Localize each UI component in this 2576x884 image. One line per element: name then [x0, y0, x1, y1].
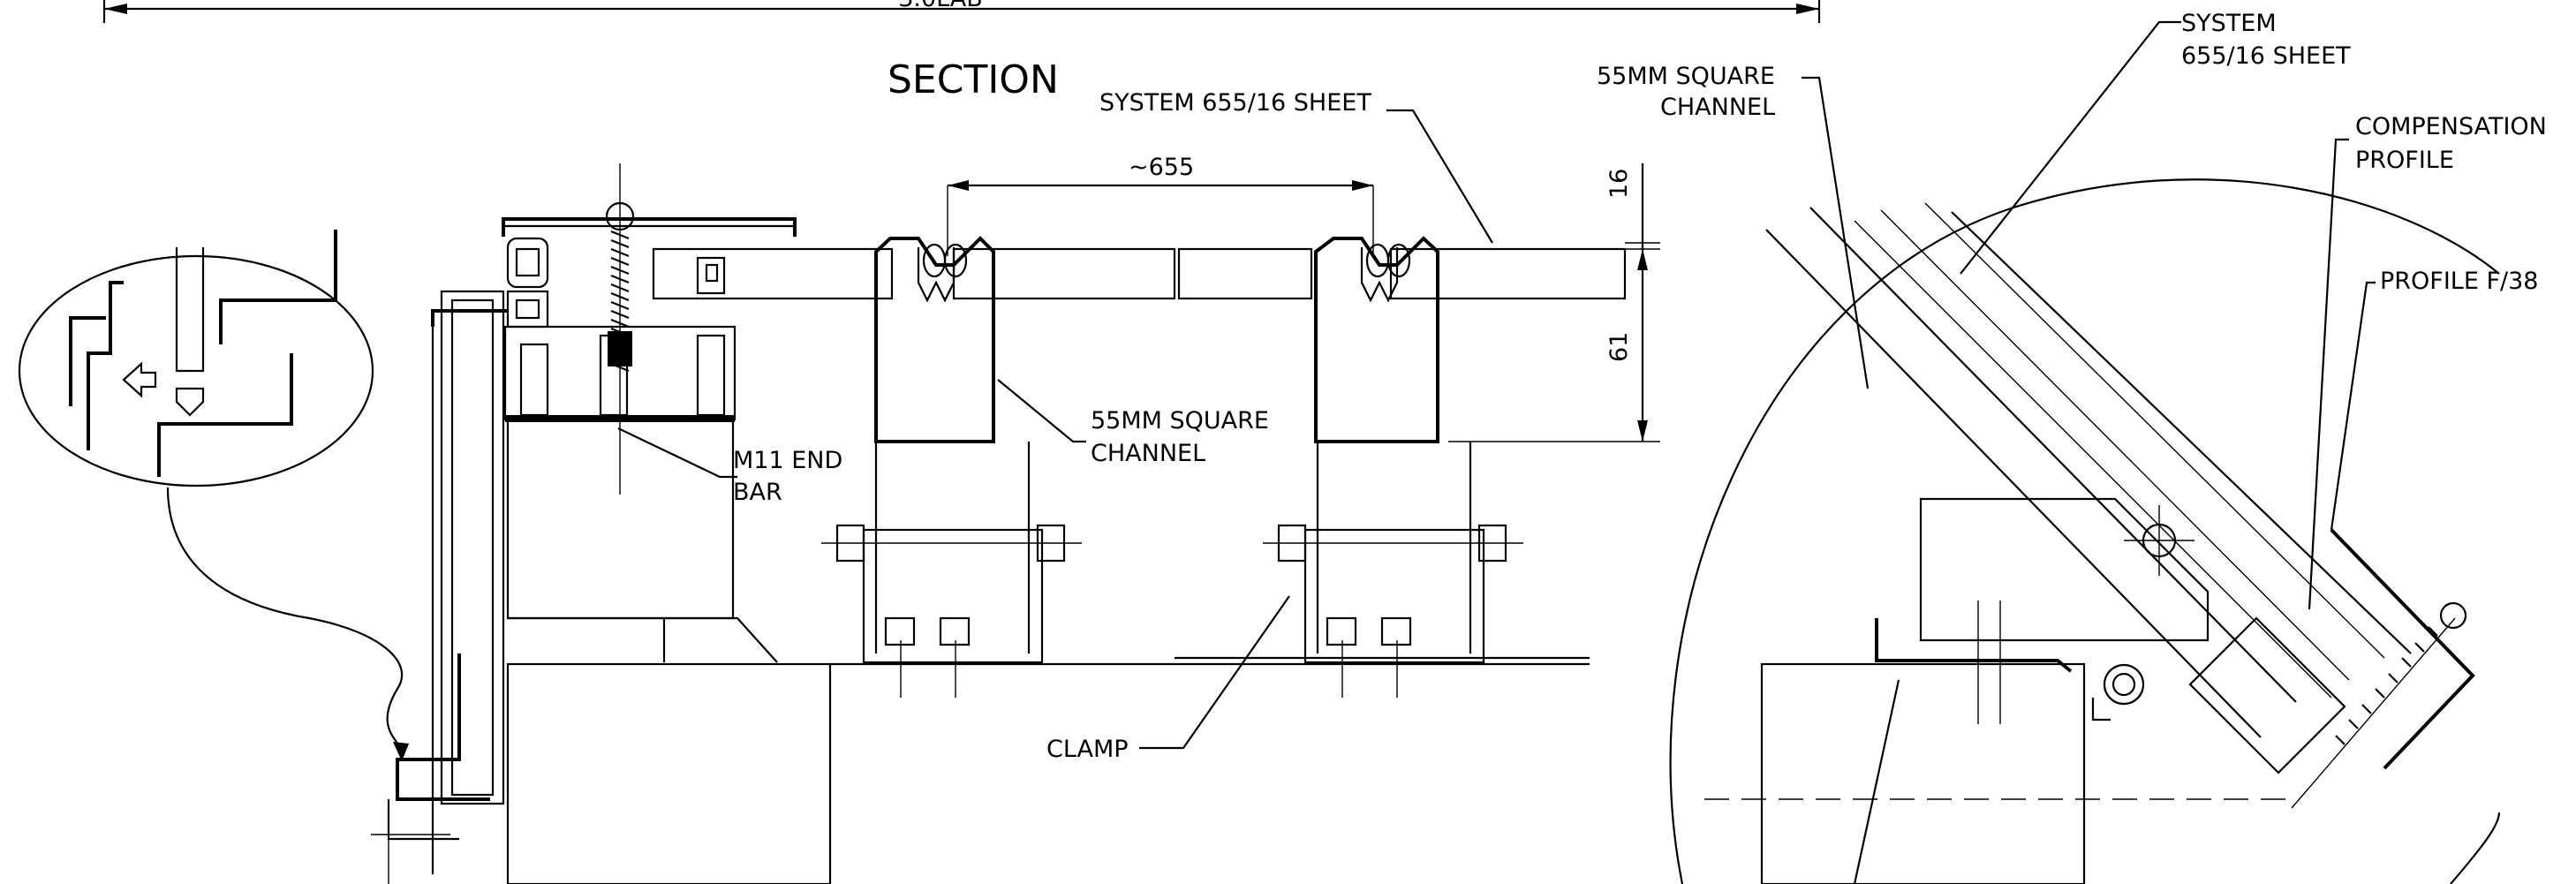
- channel-right-label-2: CHANNEL: [1660, 94, 1775, 121]
- dim-61-label: 61: [1605, 332, 1633, 362]
- clamp-label: CLAMP: [1046, 736, 1129, 763]
- leader-clamp: CLAMP: [1046, 595, 1290, 763]
- pitch-label: ~655: [1129, 154, 1194, 181]
- section-title: SECTION: [888, 57, 1059, 102]
- channel-right-label-1: 55MM SQUARE: [1597, 63, 1775, 90]
- height-dimensions: 16 61: [1448, 163, 1660, 442]
- span-label: 3.0LAB: [898, 0, 983, 12]
- leader-channel-mid: 55MM SQUARE CHANNEL: [997, 379, 1269, 467]
- detail-callout: [18, 230, 409, 761]
- polycarbonate-sheet-left: [652, 247, 1176, 300]
- endbar-label-1: M11 END: [733, 447, 842, 474]
- compensation-label-2: PROFILE: [2355, 147, 2454, 174]
- leader-compensation: COMPENSATION PROFILE: [2308, 113, 2547, 610]
- sheet-top-label: SYSTEM 655/16 SHEET: [1099, 89, 1371, 117]
- system-label-1: SYSTEM: [2181, 10, 2277, 37]
- square-channel-2: [1263, 185, 1523, 698]
- system-label-2: 655/16 SHEET: [2181, 42, 2351, 70]
- wall-flashing: [371, 290, 508, 884]
- m11-end-bar: [502, 163, 797, 663]
- channel-mid-label-2: CHANNEL: [1091, 440, 1205, 467]
- compensation-label-1: COMPENSATION: [2355, 113, 2547, 140]
- span-dimension: 3.0LAB: [102, 0, 1821, 23]
- profile-f-label: PROFILE F/38: [2380, 268, 2538, 295]
- leader-sheet: SYSTEM 655/16 SHEET: [1099, 89, 1493, 244]
- channel-mid-label-1: 55MM SQUARE: [1091, 407, 1269, 434]
- concrete-base-left: [506, 662, 832, 884]
- square-channel-1: [821, 185, 1082, 698]
- leader-end-bar: M11 END BAR: [617, 427, 842, 506]
- leader-system-sheet: SYSTEM 655/16 SHEET: [1960, 10, 2351, 275]
- leader-profile-f: PROFILE F/38: [2330, 268, 2538, 531]
- leader-channel-right: 55MM SQUARE CHANNEL: [1597, 63, 1870, 389]
- dim-16-label: 16: [1605, 169, 1633, 199]
- endbar-label-2: BAR: [733, 479, 782, 506]
- polycarbonate-sheet-right: [1177, 247, 1627, 300]
- right-detail: [1669, 178, 2501, 884]
- pitch-dimension: ~655: [948, 154, 1373, 191]
